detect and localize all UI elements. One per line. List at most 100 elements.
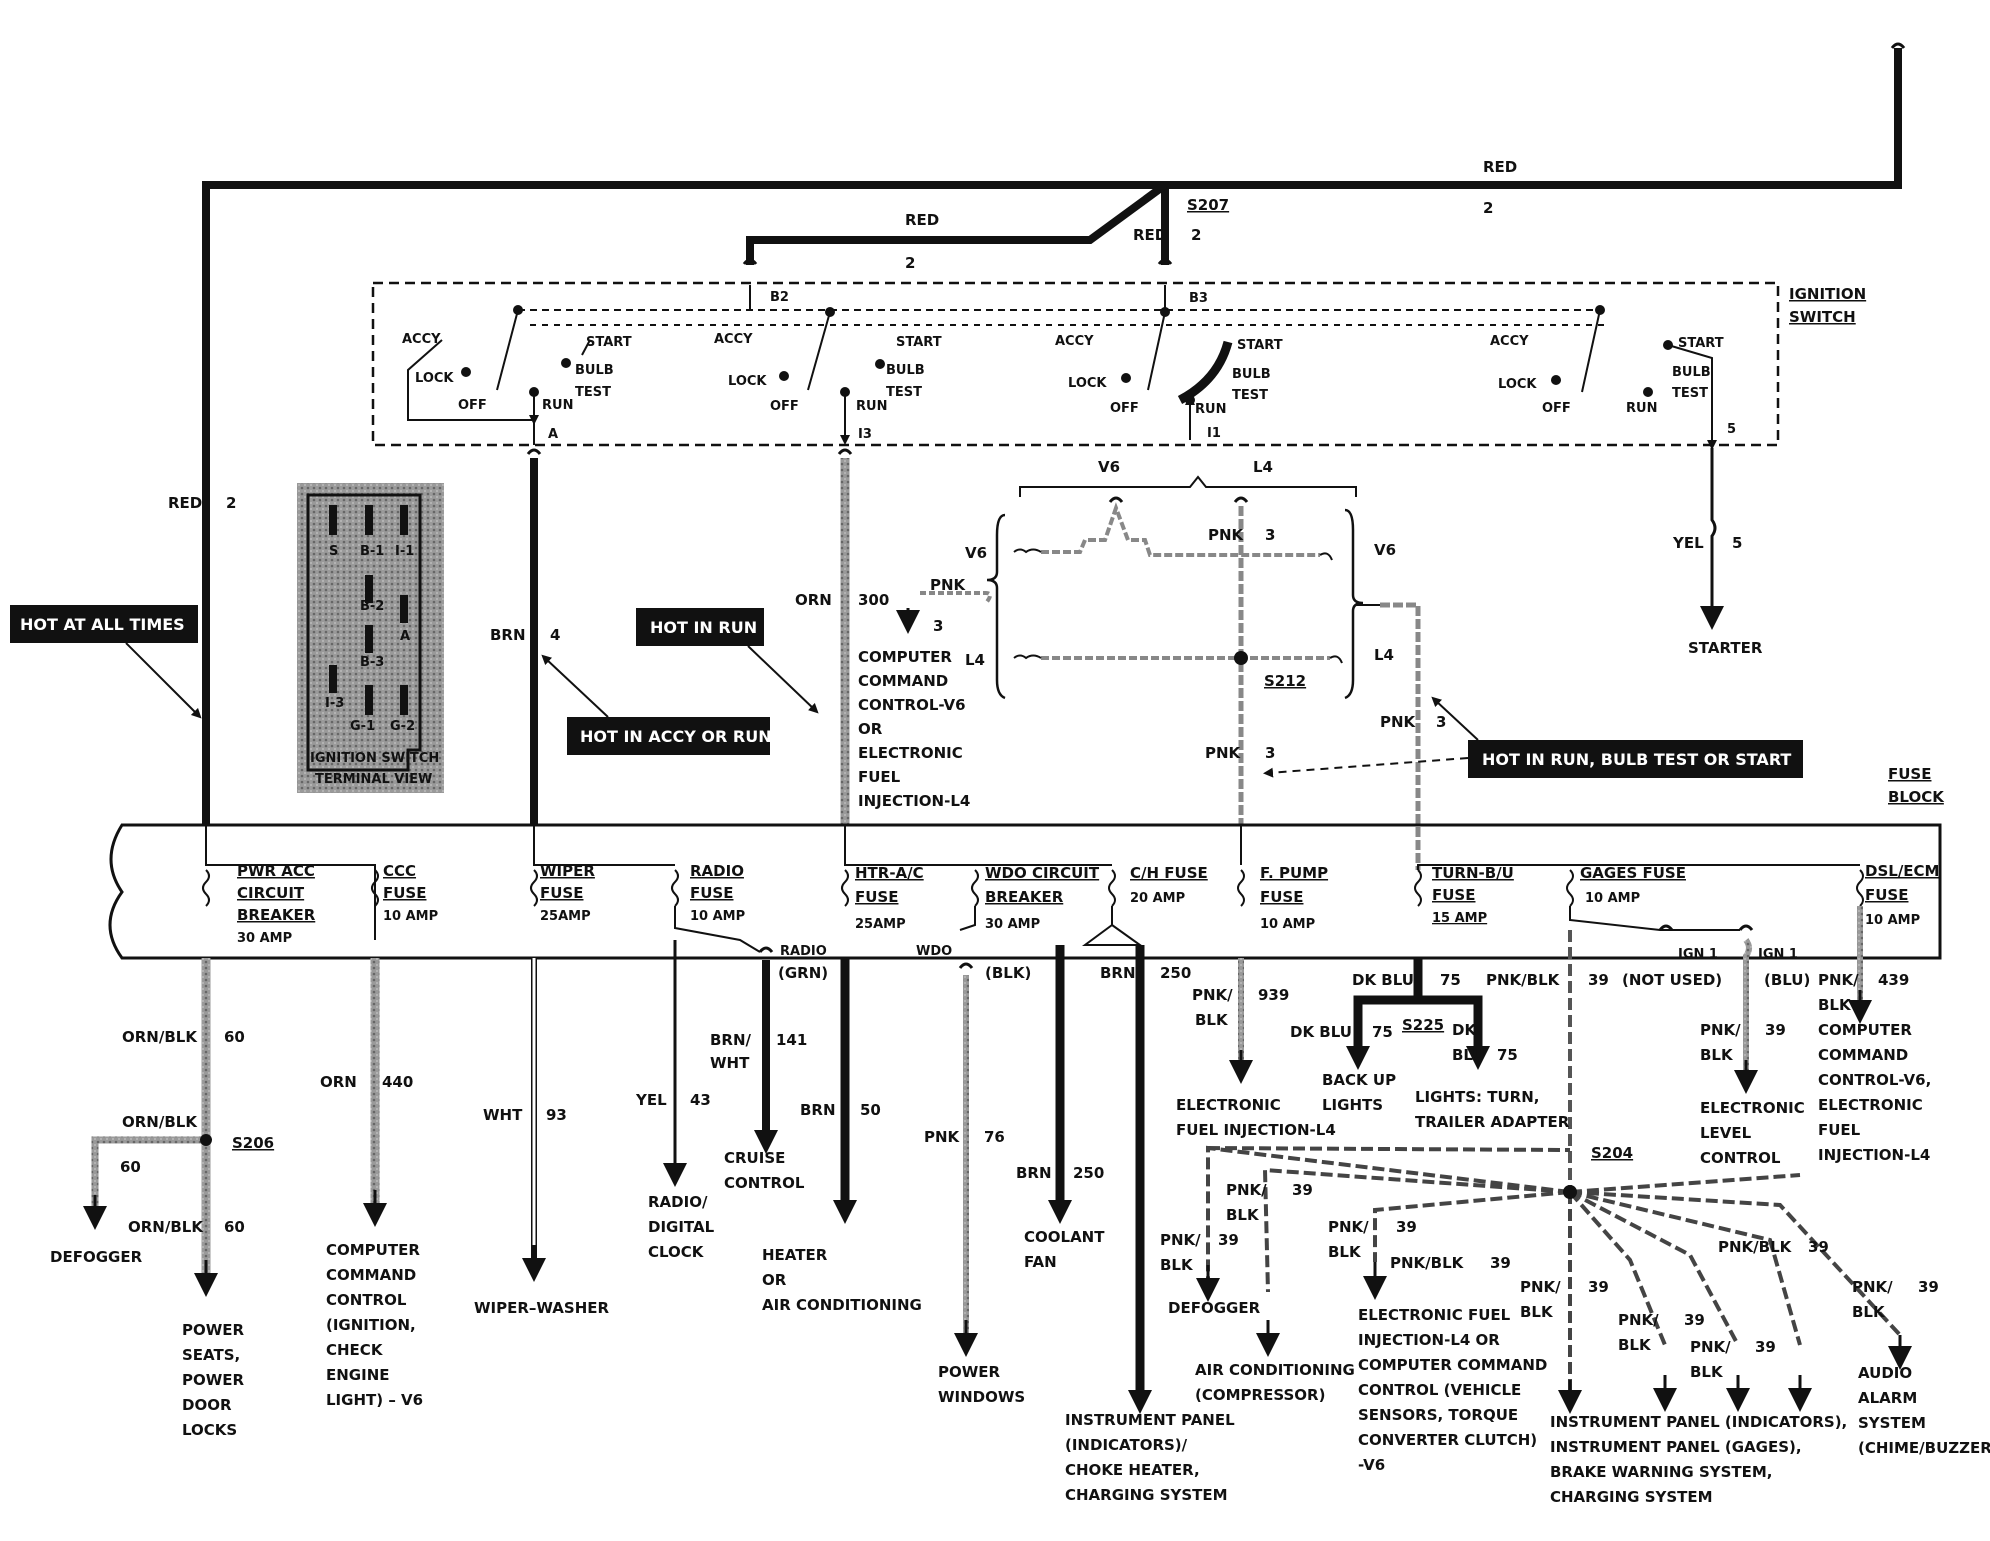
- svg-text:BLK: BLK: [1226, 1206, 1260, 1224]
- pin-g1: G-1: [350, 719, 375, 734]
- svg-text:BLK: BLK: [1520, 1303, 1554, 1321]
- svg-text:AIR CONDITIONING: AIR CONDITIONING: [762, 1296, 922, 1314]
- svg-text:PNK: PNK: [924, 1128, 961, 1146]
- svg-text:INSTRUMENT PANEL (INDICATORS),: INSTRUMENT PANEL (INDICATORS),: [1550, 1413, 1847, 1431]
- svg-text:39: 39: [1755, 1338, 1776, 1356]
- svg-text:BRN: BRN: [1016, 1164, 1052, 1182]
- svg-text:FUEL: FUEL: [1818, 1121, 1861, 1139]
- svg-text:OR: OR: [858, 720, 883, 738]
- svg-text:439: 439: [1878, 971, 1909, 989]
- svg-text:ELECTRONIC FUEL: ELECTRONIC FUEL: [1358, 1306, 1511, 1324]
- svg-text:LIGHTS: LIGHTS: [1322, 1096, 1383, 1114]
- svg-text:(IGNITION,: (IGNITION,: [326, 1316, 416, 1334]
- svg-text:C/H FUSE: C/H FUSE: [1130, 864, 1208, 882]
- svg-text:YEL: YEL: [635, 1091, 667, 1109]
- svg-text:39: 39: [1918, 1278, 1939, 1296]
- orn-num: 300: [858, 591, 889, 609]
- svg-text:76: 76: [984, 1128, 1005, 1146]
- svg-text:ALARM: ALARM: [1858, 1389, 1917, 1407]
- svg-text:PNK/: PNK/: [1700, 1021, 1741, 1039]
- terminal-5: 5: [1727, 422, 1736, 437]
- red-left-num: 2: [226, 494, 236, 512]
- svg-text:BREAKER: BREAKER: [237, 906, 316, 924]
- svg-text:CONTROL: CONTROL: [326, 1291, 407, 1309]
- svg-text:SYSTEM: SYSTEM: [1858, 1414, 1926, 1432]
- svg-text:COMPUTER: COMPUTER: [1818, 1021, 1912, 1039]
- svg-text:BRAKE WARNING SYSTEM,: BRAKE WARNING SYSTEM,: [1550, 1463, 1773, 1481]
- yel-num: 5: [1732, 534, 1742, 552]
- svg-text:TURN-B/U: TURN-B/U: [1432, 864, 1514, 882]
- svg-text:COMMAND: COMMAND: [1818, 1046, 1908, 1064]
- svg-text:-V6: -V6: [1358, 1456, 1385, 1474]
- switch-terminals: B2 B3: [742, 258, 1208, 306]
- s3-bulb: BULB: [1232, 367, 1271, 382]
- ignition-terminal-view: S B-1 I-1 B-2 A B-3 I-3 G-1 G-2 IGNITION…: [297, 483, 444, 793]
- svg-text:BLK: BLK: [1328, 1243, 1362, 1261]
- svg-text:CONTROL: CONTROL: [724, 1174, 805, 1192]
- s1-test: TEST: [575, 385, 611, 400]
- svg-text:10 AMP: 10 AMP: [690, 909, 745, 924]
- pin-i1: I-1: [395, 544, 414, 559]
- ccc-option-text: COMPUTER COMMAND CONTROL-V6 OR ELECTRONI…: [858, 648, 970, 810]
- red-b2-num: 2: [905, 254, 915, 272]
- svg-text:COOLANT: COOLANT: [1024, 1228, 1105, 1246]
- svg-text:39: 39: [1684, 1311, 1705, 1329]
- svg-text:DIGITAL: DIGITAL: [648, 1218, 715, 1236]
- svg-text:30 AMP: 30 AMP: [985, 917, 1040, 932]
- terminal-caption-1: IGNITION SWITCH: [310, 751, 439, 766]
- svg-text:PNK/: PNK/: [1690, 1338, 1731, 1356]
- svg-text:CONTROL (VEHICLE: CONTROL (VEHICLE: [1358, 1381, 1521, 1399]
- svg-text:FUSE: FUSE: [1260, 888, 1303, 906]
- pnk-top-num: 3: [1265, 526, 1275, 544]
- svg-text:RADIO: RADIO: [690, 862, 744, 880]
- terminal-i3: I3: [858, 427, 872, 442]
- svg-text:10 AMP: 10 AMP: [1585, 891, 1640, 906]
- svg-text:HOT IN ACCY OR RUN: HOT IN ACCY OR RUN: [580, 727, 772, 746]
- svg-text:TRAILER ADAPTER: TRAILER ADAPTER: [1415, 1113, 1570, 1131]
- svg-text:RADIO: RADIO: [780, 944, 827, 959]
- svg-text:BACK UP: BACK UP: [1322, 1071, 1396, 1089]
- callout-arrow-1: [125, 642, 202, 719]
- s4-test: TEST: [1672, 386, 1708, 401]
- s4-accy: ACCY: [1490, 334, 1529, 349]
- svg-text:BLU: BLU: [1452, 1046, 1485, 1064]
- svg-text:440: 440: [382, 1073, 413, 1091]
- svg-text:FUSE: FUSE: [690, 884, 733, 902]
- svg-text:39: 39: [1808, 1238, 1829, 1256]
- svg-text:INJECTION-L4: INJECTION-L4: [858, 792, 970, 810]
- red-b3-num: 2: [1191, 226, 1201, 244]
- svg-text:(CHIME/BUZZER): (CHIME/BUZZER): [1858, 1439, 1990, 1457]
- svg-text:BRN: BRN: [1100, 964, 1136, 982]
- svg-text:ELECTRONIC: ELECTRONIC: [1176, 1096, 1281, 1114]
- svg-text:25AMP: 25AMP: [540, 909, 591, 924]
- svg-text:CHARGING SYSTEM: CHARGING SYSTEM: [1065, 1486, 1228, 1504]
- terminal-i1: I1: [1207, 426, 1221, 441]
- svg-text:LEVEL: LEVEL: [1700, 1124, 1752, 1142]
- starter-label: STARTER: [1688, 639, 1763, 657]
- pnk-ccc-num: 3: [933, 617, 943, 635]
- l4-left-label: L4: [965, 651, 985, 669]
- s1-start: START: [586, 335, 632, 350]
- svg-text:BRN/: BRN/: [710, 1031, 752, 1049]
- v6-top-label: V6: [1098, 458, 1120, 476]
- s1-bulb: BULB: [575, 363, 614, 378]
- svg-text:HOT IN RUN: HOT IN RUN: [650, 618, 757, 637]
- svg-text:39: 39: [1292, 1181, 1313, 1199]
- callout-arrow-4: [1431, 696, 1479, 741]
- svg-text:FUSE: FUSE: [383, 884, 426, 902]
- s2-accy: ACCY: [714, 332, 753, 347]
- svg-text:(BLU): (BLU): [1764, 971, 1810, 989]
- svg-text:ELECTRONIC: ELECTRONIC: [1700, 1099, 1805, 1117]
- red-feed-wires: [202, 48, 1902, 825]
- svg-text:75: 75: [1440, 971, 1461, 989]
- red-top-label: RED: [1483, 158, 1517, 176]
- s3-run: RUN: [1195, 402, 1226, 417]
- svg-text:WDO: WDO: [916, 944, 952, 959]
- s2-start: START: [896, 335, 942, 350]
- l4-top-label: L4: [1253, 458, 1273, 476]
- s4-lock: LOCK: [1498, 377, 1537, 392]
- svg-text:AIR CONDITIONING: AIR CONDITIONING: [1195, 1361, 1355, 1379]
- svg-text:60: 60: [224, 1028, 245, 1046]
- svg-text:PNK/BLK: PNK/BLK: [1486, 971, 1561, 989]
